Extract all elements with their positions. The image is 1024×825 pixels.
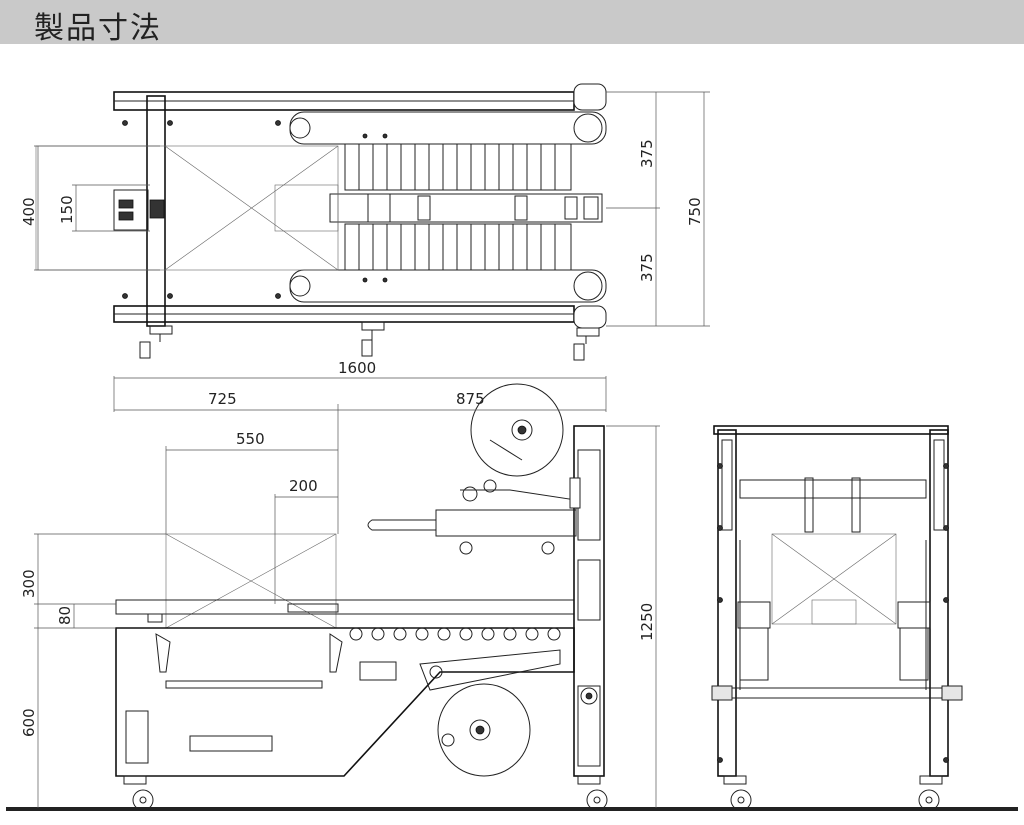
dim-750: 750 xyxy=(686,197,704,226)
dim-400: 400 xyxy=(20,197,38,226)
dim-550: 550 xyxy=(236,430,265,448)
top-view xyxy=(35,83,607,361)
dim-200: 200 xyxy=(289,477,318,495)
dim-150: 150 xyxy=(58,195,76,224)
dim-875: 875 xyxy=(456,390,485,408)
dim-725: 725 xyxy=(208,390,237,408)
dim-1600: 1600 xyxy=(338,359,376,377)
dim-300: 300 xyxy=(20,569,38,598)
section-header: 製品寸法 xyxy=(0,0,1024,46)
dim-375-lower: 375 xyxy=(638,253,656,282)
section-title: 製品寸法 xyxy=(34,11,162,46)
dim-600: 600 xyxy=(20,708,38,737)
top-view-dimensions xyxy=(34,91,710,379)
dim-80: 80 xyxy=(56,606,74,625)
dim-1250: 1250 xyxy=(638,603,656,641)
front-view-dimensions xyxy=(34,376,660,808)
front-view xyxy=(115,383,608,811)
side-view xyxy=(711,425,963,811)
dim-375-upper: 375 xyxy=(638,139,656,168)
